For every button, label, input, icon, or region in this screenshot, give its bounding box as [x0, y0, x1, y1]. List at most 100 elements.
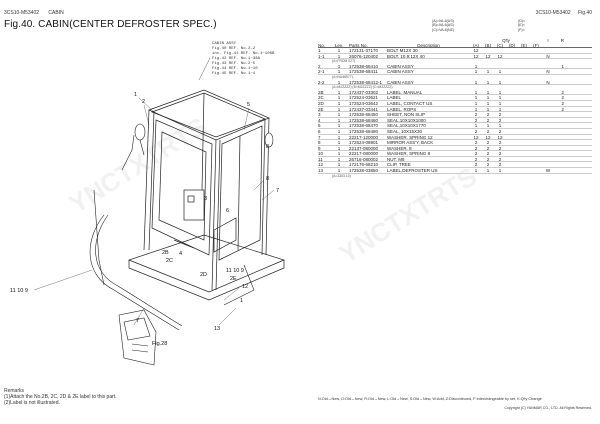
- cell-qty: 2: [498, 145, 502, 151]
- cell-qty: [482, 64, 494, 69]
- cell-qty: [518, 135, 530, 140]
- cell-qty: 1: [486, 168, 490, 174]
- cell-description: LABEL, ROPS: [387, 106, 417, 112]
- cell-qty: 1: [498, 106, 502, 112]
- cell-level: 1: [337, 112, 341, 118]
- change-legend: N:Old→New, O:Old→New, R:Old→New, L:Old→N…: [318, 397, 542, 401]
- cabin-frame: [127, 89, 286, 301]
- cell-part-number: 172176-68210: [349, 162, 379, 168]
- cell-qty: [482, 48, 494, 53]
- cell-qty: [506, 162, 518, 167]
- callout-box: CABIN ASSY Fig.40 REF. No.2-2 inc. Fig.4…: [212, 42, 275, 76]
- cell-ref-no: 1-1: [318, 53, 325, 59]
- defroster-hose: [89, 134, 255, 331]
- cell-level: 1: [337, 69, 341, 75]
- doc-code: 3CS10-M53402: [4, 10, 40, 16]
- cell-qty: 1: [486, 106, 490, 112]
- cell-part-number: 172538-68410: [349, 63, 379, 69]
- remarks-title: Remarks: [4, 388, 25, 394]
- cell-qty: [530, 168, 542, 173]
- cell-description: CABIN ASSY: [387, 79, 414, 85]
- callout-number: 4: [179, 251, 182, 257]
- cell-qty: [530, 151, 542, 156]
- cell-qty: [506, 135, 518, 140]
- callout-number: 8: [266, 176, 269, 182]
- qty-columns: (A) (B) (C) (D) (E) (F): [470, 43, 542, 48]
- cell-qty: 12: [473, 48, 479, 53]
- cell-description: LABEL,DEFROSTER US: [387, 168, 438, 173]
- cell-r: 1: [561, 63, 564, 69]
- cell-level: 1: [337, 140, 341, 146]
- cell-qty: 2: [498, 112, 502, 118]
- row-note: (A=NU46977): [332, 74, 353, 79]
- cell-qty: [530, 107, 542, 112]
- callout-line: Fig.43 REF. No.2~5: [212, 61, 256, 66]
- cell-qty: [518, 48, 530, 53]
- legend-entry: (C)=VA-6(NZ): [432, 27, 454, 32]
- cell-i: [542, 95, 554, 100]
- cell-r: 2: [561, 89, 564, 95]
- cell-qty: 1: [486, 95, 490, 101]
- cell-ref-no: 1: [318, 48, 321, 53]
- cell-qty: 1: [474, 168, 478, 174]
- cell-qty: 2: [486, 112, 490, 118]
- cell-qty: [518, 140, 530, 145]
- callout-number: 7: [136, 318, 139, 324]
- callout-number: 2B: [162, 250, 169, 256]
- cell-qty: 12: [485, 53, 491, 59]
- cell-qty: 12: [497, 134, 503, 140]
- cell-r: 2: [561, 100, 564, 106]
- cell-qty: 12: [473, 53, 479, 59]
- remarks-line: (2)Label is not illustrated.: [4, 400, 60, 406]
- cell-qty: [530, 123, 542, 128]
- cell-qty: 2: [474, 117, 478, 123]
- cell-qty: [518, 123, 530, 128]
- cell-description: BOLT, 10.9;12X 40: [387, 53, 425, 59]
- cell-qty: [518, 90, 530, 95]
- col-label: (D): [508, 43, 516, 48]
- cell-description: CLIP, TREE: [387, 162, 411, 168]
- cell-qty: [530, 101, 542, 106]
- legend-entry: (B)=VA-6(AS): [432, 23, 454, 28]
- cell-qty: [506, 69, 518, 74]
- cell-part-number: 172131-37170: [349, 48, 379, 53]
- cell-level: 1: [337, 162, 341, 168]
- cell-qty: 12: [497, 53, 503, 59]
- callout-number: 1: [240, 298, 243, 304]
- cell-level: 1: [337, 89, 341, 95]
- cell-qty: 2: [486, 128, 490, 134]
- callout-line: inc. Fig.41 REF. No.1~100B: [212, 51, 275, 56]
- cell-i: [542, 157, 554, 162]
- cell-ref-no: 6: [318, 128, 321, 134]
- cell-r: [554, 151, 564, 156]
- cell-level: 1: [337, 106, 341, 112]
- cell-qty: 1: [486, 79, 490, 85]
- cell-qty: 12: [485, 134, 491, 140]
- cell-qty: 1: [498, 123, 502, 129]
- cell-qty: 2: [474, 156, 478, 162]
- cell-qty: [530, 54, 542, 59]
- callout-line: Fig.40 REF. No.2-2: [212, 46, 256, 51]
- cell-qty: 2: [486, 151, 490, 157]
- header-r: R: [560, 38, 564, 43]
- section-name: CABIN: [48, 10, 64, 16]
- cell-ref-no: 7: [318, 134, 321, 140]
- cell-i: [542, 162, 554, 167]
- cell-qty: [518, 95, 530, 100]
- cell-qty: [506, 54, 518, 59]
- cell-level: 1: [337, 95, 341, 101]
- callout-number: 6: [226, 208, 229, 214]
- callout-number: 2: [142, 99, 145, 105]
- header-right: 3CS10-M53402 Fig.40: [530, 10, 592, 16]
- cell-qty: 1: [498, 168, 502, 174]
- callout-number: 2C: [166, 258, 173, 264]
- cell-level: 1: [337, 53, 341, 59]
